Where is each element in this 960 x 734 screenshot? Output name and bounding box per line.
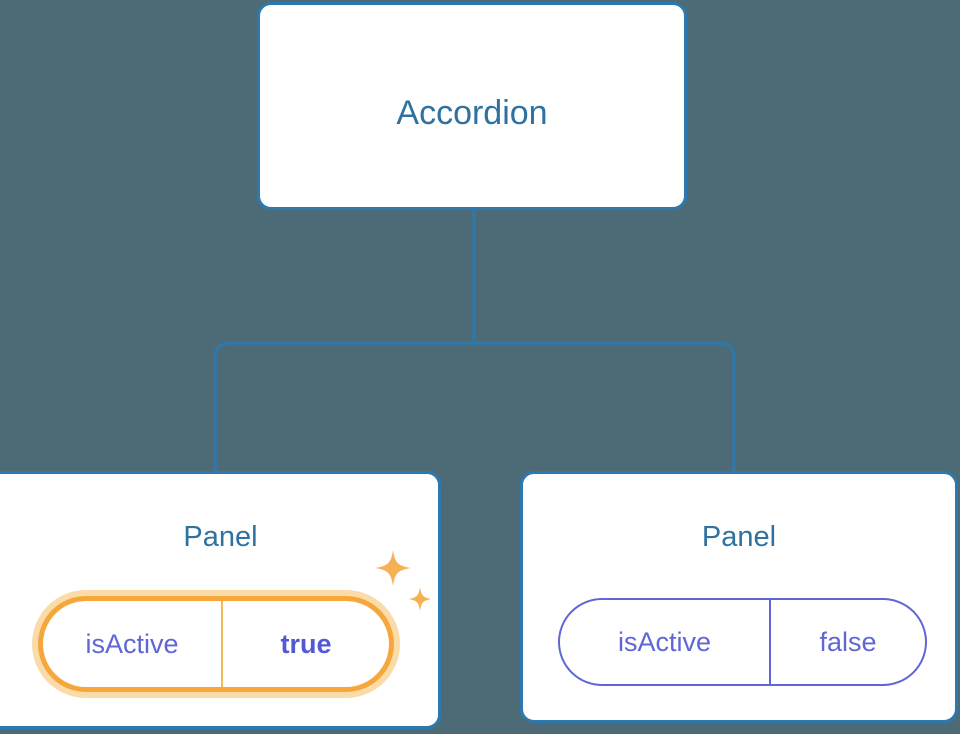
prop-value: true bbox=[280, 628, 332, 659]
node-title: Accordion bbox=[396, 94, 548, 132]
sparkle-small-icon bbox=[408, 587, 432, 611]
node-panel-right[interactable]: Panel isActive false bbox=[520, 471, 958, 723]
prop-key: isActive bbox=[560, 600, 771, 684]
connector-branch bbox=[213, 341, 736, 471]
node-accordion[interactable]: Accordion bbox=[257, 2, 687, 210]
node-title: Panel bbox=[183, 521, 258, 553]
node-panel-left[interactable]: Panel isActive true bbox=[0, 471, 441, 729]
prop-pill-isactive-true[interactable]: isActive true bbox=[38, 596, 394, 692]
prop-value: false bbox=[819, 626, 877, 657]
node-title: Panel bbox=[701, 521, 777, 553]
prop-key: isActive bbox=[43, 601, 223, 687]
prop-pill-isactive-false[interactable]: isActive false bbox=[558, 598, 927, 686]
sparkle-large-icon bbox=[375, 550, 411, 586]
